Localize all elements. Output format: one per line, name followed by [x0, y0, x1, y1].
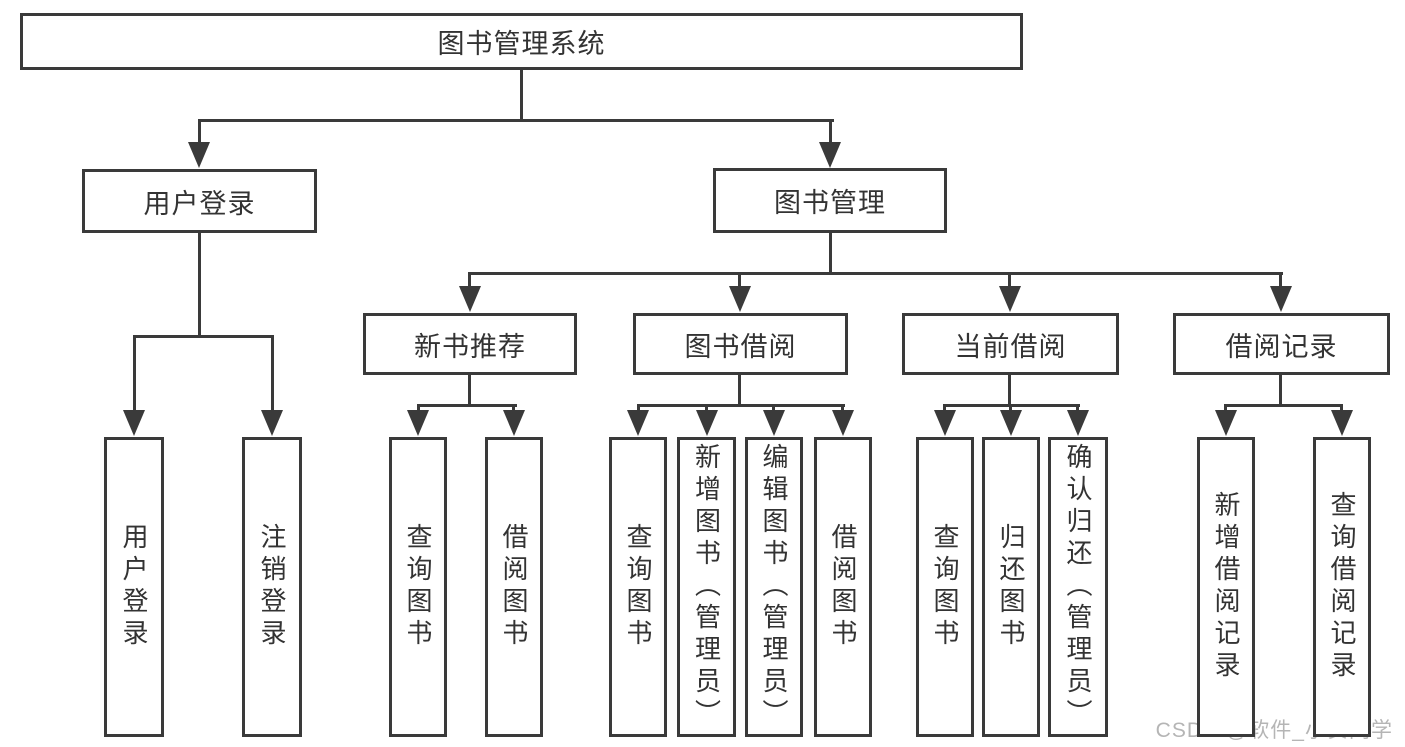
connector-line-vertical [133, 335, 136, 415]
node-recd-add: 新增借阅记录 [1197, 437, 1255, 737]
connector-line-horizontal [417, 404, 517, 407]
arrowhead-down-icon [934, 410, 956, 436]
arrowhead-down-icon [188, 142, 210, 168]
arrowhead-down-icon [503, 410, 525, 436]
arrowhead-down-icon [261, 410, 283, 436]
connector-line-horizontal [1224, 404, 1343, 407]
arrowhead-down-icon [696, 410, 718, 436]
arrowhead-down-icon [459, 286, 481, 312]
connector-line-vertical [198, 233, 201, 337]
node-cur: 当前借阅 [902, 313, 1119, 375]
connector-line-vertical [1279, 375, 1282, 406]
connector-line-vertical [468, 375, 471, 406]
arrowhead-down-icon [763, 410, 785, 436]
node-bor-edit: 编辑图书（管理员） [745, 437, 803, 737]
node-bor-borrow: 借阅图书 [814, 437, 872, 737]
connector-line-vertical [520, 70, 523, 121]
connector-line-vertical [829, 233, 832, 274]
arrowhead-down-icon [1270, 286, 1292, 312]
node-mgmt: 图书管理 [713, 168, 947, 233]
connector-line-vertical [198, 119, 201, 147]
node-login-logout: 注销登录 [242, 437, 302, 737]
node-cur-return: 归还图书 [982, 437, 1040, 737]
node-bor: 图书借阅 [633, 313, 848, 375]
node-login: 用户登录 [82, 169, 317, 233]
node-root: 图书管理系统 [20, 13, 1023, 70]
connector-line-vertical [1008, 375, 1011, 406]
node-cur-confirm: 确认归还（管理员） [1048, 437, 1108, 737]
connector-line-horizontal [468, 272, 1283, 275]
arrowhead-down-icon [627, 410, 649, 436]
arrowhead-down-icon [832, 410, 854, 436]
arrowhead-down-icon [1331, 410, 1353, 436]
arrowhead-down-icon [1000, 410, 1022, 436]
arrowhead-down-icon [407, 410, 429, 436]
connector-line-vertical [829, 119, 832, 147]
connector-line-vertical [738, 375, 741, 406]
connector-line-vertical [1008, 272, 1011, 290]
arrowhead-down-icon [1215, 410, 1237, 436]
node-cur-query: 查询图书 [916, 437, 974, 737]
node-login-user: 用户登录 [104, 437, 164, 737]
arrowhead-down-icon [819, 142, 841, 168]
node-bor-query: 查询图书 [609, 437, 667, 737]
connector-line-horizontal [133, 335, 274, 338]
arrowhead-down-icon [729, 286, 751, 312]
node-rec-borrow: 借阅图书 [485, 437, 543, 737]
arrowhead-down-icon [999, 286, 1021, 312]
node-recd-query: 查询借阅记录 [1313, 437, 1371, 737]
node-rec-query: 查询图书 [389, 437, 447, 737]
connector-line-vertical [1279, 272, 1282, 290]
arrowhead-down-icon [1067, 410, 1089, 436]
connector-line-vertical [468, 272, 471, 290]
connector-line-horizontal [637, 404, 845, 407]
arrowhead-down-icon [123, 410, 145, 436]
connector-line-horizontal [198, 119, 834, 122]
node-rec: 新书推荐 [363, 313, 577, 375]
node-bor-add: 新增图书（管理员） [677, 437, 736, 737]
connector-line-vertical [271, 335, 274, 415]
connector-line-vertical [738, 272, 741, 290]
node-recd: 借阅记录 [1173, 313, 1390, 375]
